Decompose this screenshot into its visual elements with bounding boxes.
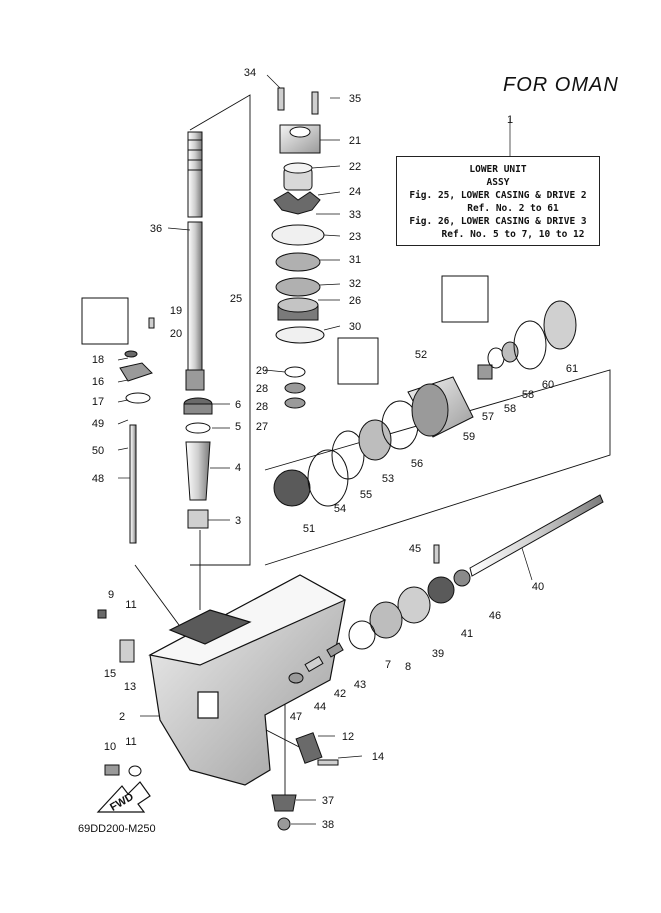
callout: 36 [150, 223, 162, 235]
callout: 38 [322, 819, 334, 831]
callout: 10 [104, 741, 116, 753]
callout: 5 [235, 421, 241, 433]
callout: 33 [349, 209, 361, 221]
callout: 42 [334, 688, 346, 700]
callout: 27 [256, 421, 268, 433]
callout: 14 [372, 751, 384, 763]
callout: 47 [290, 711, 302, 723]
callout: 46 [489, 610, 501, 622]
assembly-ref-number: 1 [507, 114, 513, 126]
callout: 21 [349, 135, 361, 147]
shift-rod-parts [81, 297, 155, 777]
callout: 41 [461, 628, 473, 640]
callout: 45 [409, 543, 421, 555]
callout: 35 [349, 93, 361, 105]
callout: 26 [349, 295, 361, 307]
assembly-title: LOWER UNIT [469, 164, 527, 175]
callout: 61 [566, 363, 578, 375]
assembly-subtitle: ASSY [486, 177, 510, 188]
lower-casing [148, 574, 347, 786]
callout: 17 [92, 396, 104, 408]
callout: 32 [349, 278, 361, 290]
assembly-line-3: Fig. 26, LOWER CASING & DRIVE 3 [409, 216, 587, 227]
callout: 15 [104, 668, 116, 680]
assembly-line-4: Ref. No. 5 to 7, 10 to 12 [441, 229, 585, 240]
fwd-arrow-icon: FWD [96, 781, 151, 814]
callout: 12 [342, 731, 354, 743]
callout: 37 [322, 795, 334, 807]
callout: 44 [314, 701, 326, 713]
callout: 54 [334, 503, 346, 515]
callout: 28 [256, 383, 268, 395]
callout: 28 [256, 401, 268, 413]
callout: 30 [349, 321, 361, 333]
callout: 50 [92, 445, 104, 457]
callout: 25 [230, 293, 242, 305]
callout: 31 [349, 254, 361, 266]
callout: 20 [170, 328, 182, 340]
callout: 59 [463, 431, 475, 443]
callout: 60 [542, 379, 554, 391]
callout: 2 [119, 711, 125, 723]
callout: 3 [235, 515, 241, 527]
assembly-line-2: Ref. No. 2 to 61 [467, 203, 559, 214]
drive-shaft [185, 131, 205, 391]
callout: 29 [256, 365, 268, 377]
assembly-box: LOWER UNIT ASSY Fig. 25, LOWER CASING & … [396, 156, 600, 246]
callout: 51 [303, 523, 315, 535]
shaft-sleeve-parts [183, 397, 213, 529]
callout: 58 [522, 389, 534, 401]
callout: 56 [411, 458, 423, 470]
drawing-code: 69DD200-M250 [78, 823, 156, 835]
callout: 13 [124, 681, 136, 693]
callout: 23 [349, 231, 361, 243]
callout: 55 [360, 489, 372, 501]
callout: 24 [349, 186, 361, 198]
leader-lines [117, 74, 533, 825]
callout: 58 [504, 403, 516, 415]
callout: 11 [125, 736, 136, 748]
gear-bearing-parts [273, 275, 577, 507]
callout: 34 [244, 67, 256, 79]
callout: 16 [92, 376, 104, 388]
callout-numbers: 34 35 21 22 24 33 23 31 32 26 30 29 28 2… [92, 67, 578, 831]
callout: 7 [385, 659, 391, 671]
callout: 8 [405, 661, 411, 673]
callout: 53 [382, 473, 394, 485]
callout: 18 [92, 354, 104, 366]
callout: 43 [354, 679, 366, 691]
region-title: FOR OMAN [503, 74, 619, 96]
callout: 48 [92, 473, 104, 485]
callout: 19 [170, 305, 182, 317]
assembly-line-1: Fig. 25, LOWER CASING & DRIVE 2 [409, 190, 587, 201]
callout: 39 [432, 648, 444, 660]
callout: 57 [482, 411, 494, 423]
callout: 6 [235, 399, 241, 411]
propeller-shaft-parts [271, 494, 604, 831]
callout: 49 [92, 418, 104, 430]
callout: 11 [125, 599, 136, 611]
callout: 40 [532, 581, 544, 593]
callout: 9 [108, 589, 114, 601]
callout: 22 [349, 161, 361, 173]
callout: 52 [415, 349, 427, 361]
callout: 4 [235, 462, 241, 474]
